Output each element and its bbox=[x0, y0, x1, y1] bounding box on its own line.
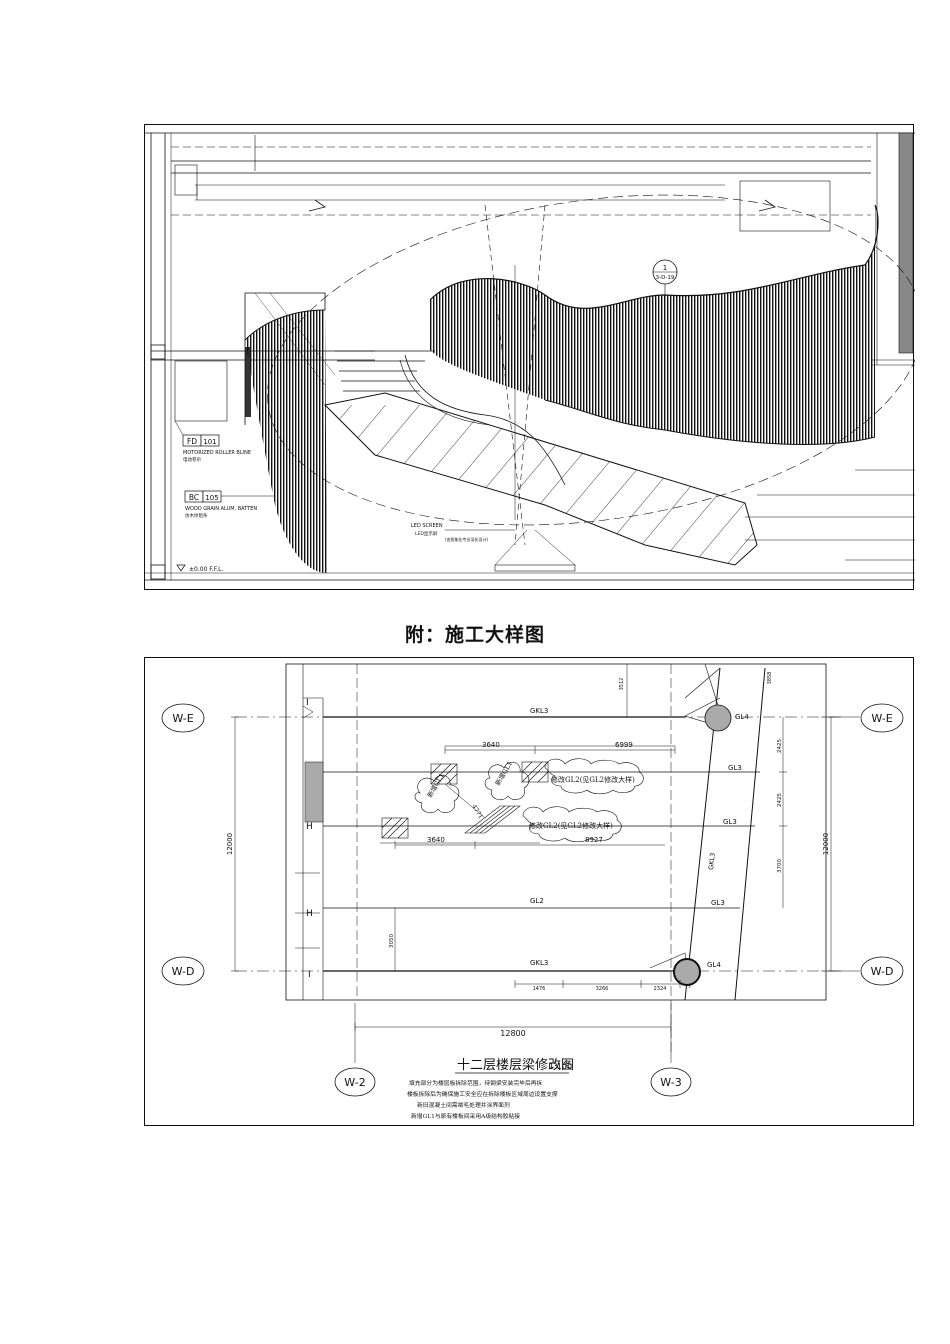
tag-bc-desc: WOOD GRAIN ALUM. BATTEN bbox=[185, 506, 257, 512]
led-sub: LED显示屏 bbox=[415, 531, 438, 537]
plan-svg: I H H I bbox=[161, 663, 904, 1120]
plan-note-4: 新增GL1与原有楼板间采用A级结构胶粘接 bbox=[411, 1112, 520, 1120]
tag-fd-code: FD bbox=[187, 437, 197, 446]
axis-label-w-2: W-2 bbox=[344, 1076, 365, 1089]
dim-bottom-total: 12800 bbox=[500, 1029, 525, 1038]
beam-label-gkl3-bottom: GKL3 bbox=[530, 959, 548, 967]
beam-label-gkl3-top: GKL3 bbox=[530, 707, 548, 715]
axis-bubble-w-2: W-2 bbox=[334, 1067, 376, 1097]
tag-fd-num: 101 bbox=[203, 438, 216, 446]
elevation-drawing: 1 3-D-19 FD 101 MOTORIZED ROLLER BLINE 电… bbox=[144, 124, 915, 590]
beam-label-gkl3-diagonal: GKL3 bbox=[707, 852, 717, 870]
dim-top-small1: 3512 bbox=[619, 678, 625, 691]
axis-bubble-w-e-right: W-E bbox=[860, 703, 904, 733]
plan-drawing: I H H I bbox=[144, 657, 914, 1126]
beam-label-gl4-bottom: GL4 bbox=[707, 961, 721, 969]
elevation-svg: 1 3-D-19 FD 101 MOTORIZED ROLLER BLINE 电… bbox=[145, 132, 915, 581]
section-tag: 1 3-D-19 bbox=[652, 259, 678, 300]
cloud-label-1: 新增GL1 bbox=[425, 771, 446, 799]
section-tag-ref: 3-D-19 bbox=[656, 275, 675, 281]
tag-fd: FD 101 MOTORIZED ROLLER BLINE 电动卷帘 bbox=[174, 420, 251, 463]
plan-note-2: 楼板拆除后为确保施工安全应在拆除楼板区域周边设置支撑 bbox=[407, 1090, 558, 1098]
axis-label-w-d-left: W-D bbox=[172, 965, 195, 978]
axis-bubble-w-e-left: W-E bbox=[161, 703, 205, 733]
i-marker-2: H bbox=[306, 822, 313, 832]
revision-label-2: 修改GL2(见GL2修改大样) bbox=[529, 821, 613, 830]
dim-mid-left: 3640 bbox=[427, 836, 445, 844]
tag-fd-desc: MOTORIZED ROLLER BLINE bbox=[183, 450, 251, 456]
dim-bot-seg3: 2324 bbox=[654, 986, 667, 992]
plan-note-3: 新旧混凝土间需凿毛处理并涂界面剂 bbox=[417, 1101, 510, 1109]
caption: 附：施工大样图 bbox=[404, 624, 545, 646]
dim-right-seg3: 3700 bbox=[777, 859, 783, 873]
tag-bc: BC 105 WOOD GRAIN ALUM. BATTEN 仿木纹铝条 bbox=[184, 490, 275, 519]
tag-bc-code: BC bbox=[189, 493, 199, 502]
led-screen-label: LED SCREEN LED显示屏 (由智能化专业深化设计) bbox=[411, 523, 515, 542]
gl4-column-top bbox=[704, 704, 732, 732]
beam-label-gl3-1: GL3 bbox=[728, 764, 742, 772]
dim-lower-left: 3050 bbox=[389, 934, 395, 948]
dim-bot-seg2: 3266 bbox=[596, 986, 609, 992]
led-label: LED SCREEN bbox=[411, 523, 443, 529]
beam-label-gl3-3: GL3 bbox=[711, 899, 725, 907]
dim-right-seg1: 2425 bbox=[777, 739, 783, 753]
i-marker-1: I bbox=[306, 698, 309, 708]
cloud-label-2: 新增GL1 bbox=[493, 759, 514, 787]
dim-top-right: 6999 bbox=[615, 741, 633, 749]
dim-bot-seg1: 1476 bbox=[533, 986, 546, 992]
dim-inner: 4771 bbox=[470, 804, 484, 821]
dim-top-small2: 3858 bbox=[767, 672, 773, 685]
plan-title: 十二层楼层梁修改图 bbox=[457, 1058, 574, 1073]
floor-level-text: ±0.00 F.F.L. bbox=[189, 566, 223, 573]
dim-top-left: 3640 bbox=[482, 741, 500, 749]
axis-bubble-w-d-right: W-D bbox=[860, 956, 904, 986]
dim-right-total: 12000 bbox=[822, 833, 830, 855]
floor-level-mark: ±0.00 F.F.L. bbox=[176, 564, 223, 573]
axis-label-w-3: W-3 bbox=[660, 1076, 681, 1089]
axis-label-w-e-left: W-E bbox=[172, 712, 193, 725]
i-marker-4: I bbox=[308, 970, 311, 980]
revision-label-1: 修改GL2(见GL2修改大样) bbox=[551, 775, 635, 784]
axis-bubble-w-3: W-3 bbox=[650, 1067, 692, 1097]
gl4-column-bottom bbox=[673, 958, 701, 986]
axis-bubble-w-d-left: W-D bbox=[161, 956, 205, 986]
beam-label-gl2: GL2 bbox=[530, 897, 544, 905]
plan-note-1: 填充部分为楼层板拆除范围，待钢梁安装完毕后再拆 bbox=[409, 1079, 543, 1087]
i-marker-3: H bbox=[306, 909, 313, 919]
dim-right-seg2: 2425 bbox=[777, 793, 783, 807]
beam-label-gl3-2: GL3 bbox=[723, 818, 737, 826]
plan-title-block: 十二层楼层梁修改图 1:100 bbox=[455, 1058, 574, 1074]
tag-fd-sub: 电动卷帘 bbox=[183, 456, 201, 463]
tag-bc-sub: 仿木纹铝条 bbox=[185, 512, 208, 519]
section-tag-number: 1 bbox=[663, 264, 667, 272]
tag-bc-num: 105 bbox=[205, 494, 218, 502]
plan-scale: 1:100 bbox=[549, 1062, 572, 1071]
axis-label-w-e-right: W-E bbox=[871, 712, 892, 725]
led-note: (由智能化专业深化设计) bbox=[445, 536, 489, 542]
beam-label-gl4-top: GL4 bbox=[735, 713, 749, 721]
dim-mid-right: 8927 bbox=[585, 836, 603, 844]
dim-left-total: 12000 bbox=[226, 833, 234, 855]
axis-label-w-d-right: W-D bbox=[871, 965, 894, 978]
